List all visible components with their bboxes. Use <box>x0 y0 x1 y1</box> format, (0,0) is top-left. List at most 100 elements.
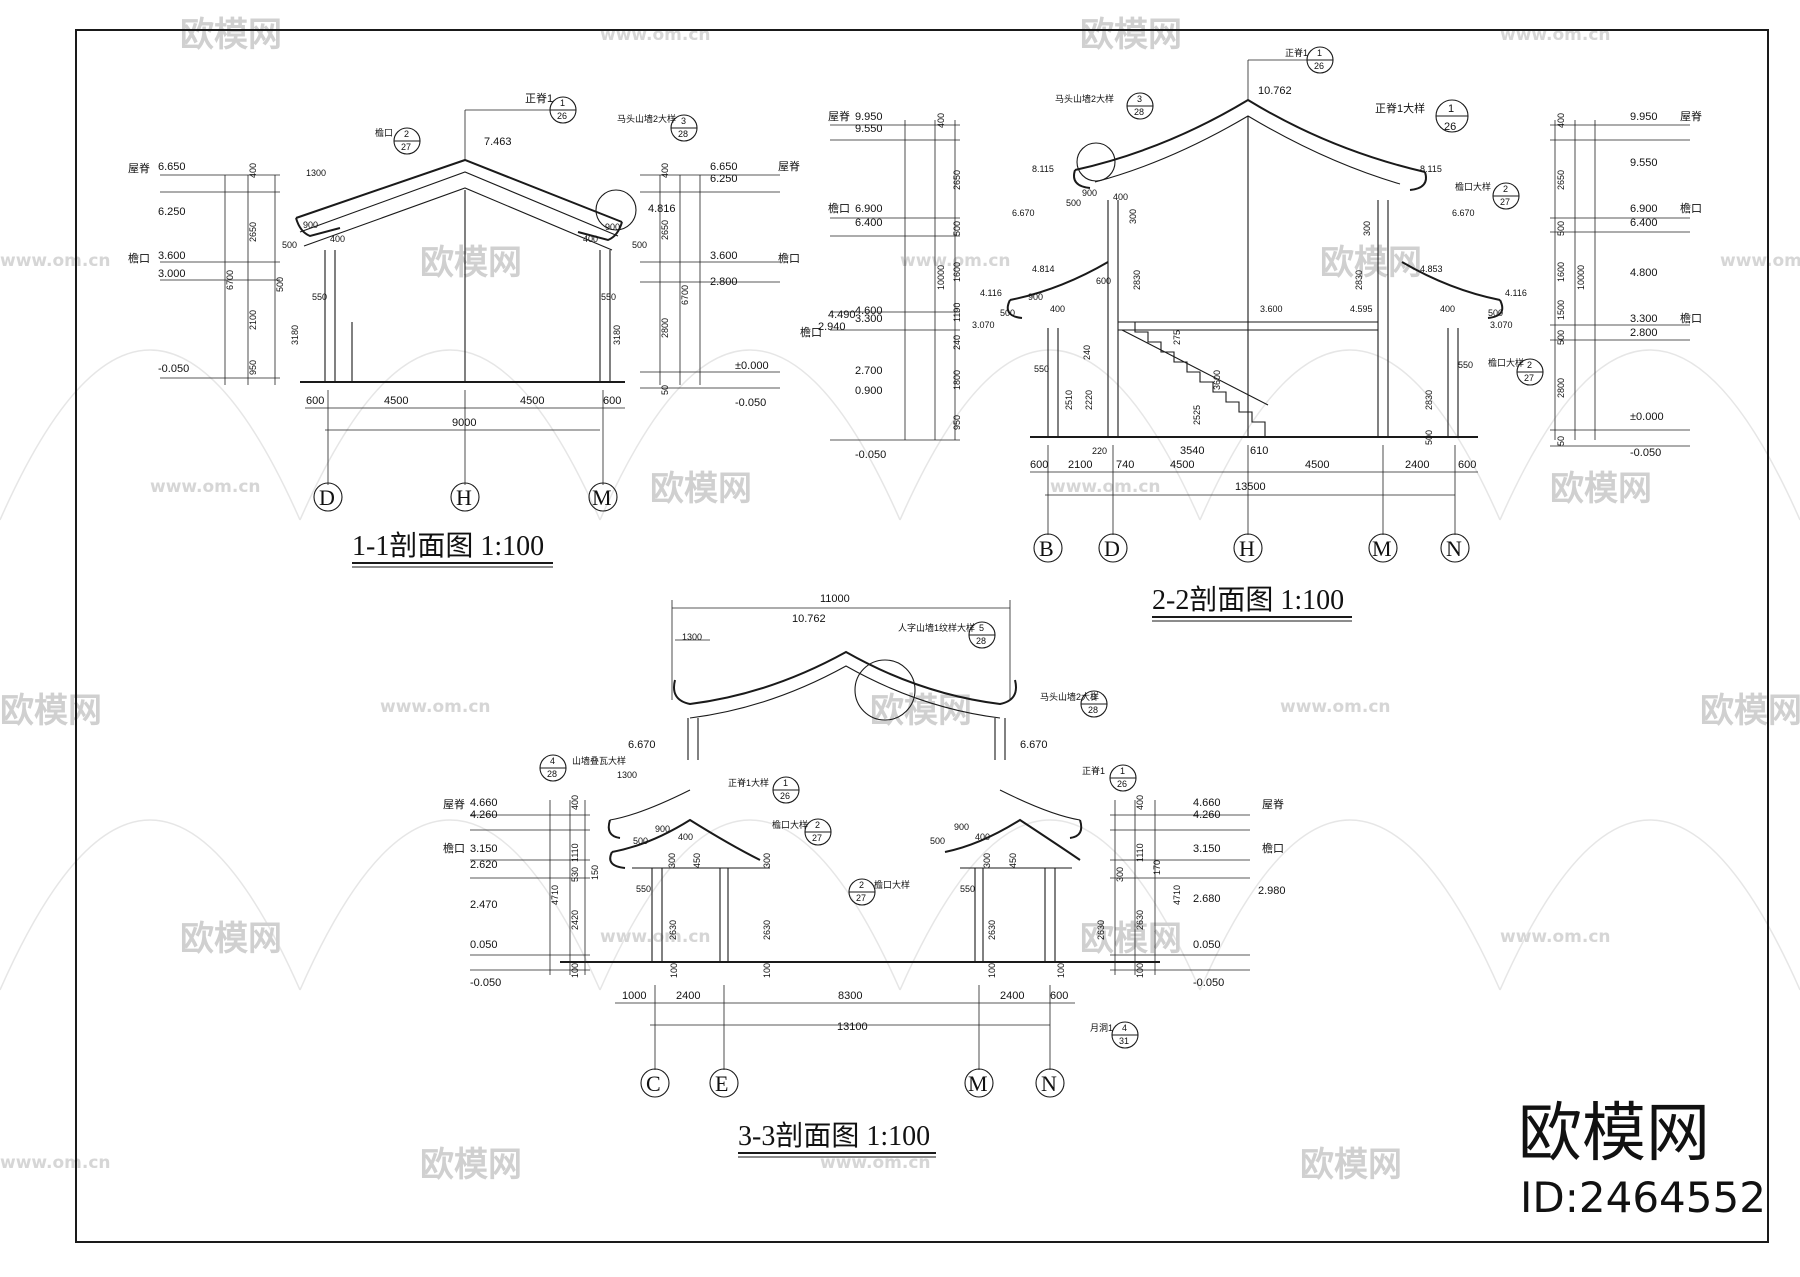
callout: 檐口 <box>375 127 393 138</box>
dim: 240 <box>952 335 962 350</box>
elevation: 3.070 <box>972 320 995 330</box>
elevation: -0.050 <box>158 363 189 375</box>
ref-sheet: 27 <box>812 833 822 843</box>
watermark-text: 欧模网 <box>870 691 972 731</box>
watermark-text: 欧模网 <box>0 691 102 731</box>
watermark-text: 欧模网 <box>420 1145 522 1185</box>
dim: 50 <box>660 385 670 395</box>
dim: 740 <box>1116 459 1134 471</box>
ref-sheet: 28 <box>976 636 986 646</box>
dim: 100 <box>762 963 772 978</box>
dim: 600 <box>1030 459 1048 471</box>
grid-bubble-N <box>1440 533 1470 563</box>
dim: 900 <box>303 220 318 230</box>
grid-label: M <box>1372 536 1392 561</box>
ref-sheet: 27 <box>1524 373 1534 383</box>
watermarks: 欧模网 欧模网 www.om.cn www.om.cn 欧模网 欧模网 www.… <box>0 15 1800 1185</box>
elevation: 4.660 <box>1193 797 1221 809</box>
dim: 400 <box>248 163 258 178</box>
label: 屋脊 <box>128 161 150 175</box>
dim: 2630 <box>1135 910 1145 930</box>
dim: 500 <box>282 240 297 250</box>
elevation: 6.900 <box>855 203 883 215</box>
dim: 500 <box>1488 308 1503 318</box>
watermark-url: www.om.cn <box>1050 477 1161 497</box>
dim: 1000 <box>622 990 646 1002</box>
dim: 610 <box>1250 445 1268 457</box>
ref-num: 4 <box>550 756 555 766</box>
brand-name: 欧模网 <box>1518 1097 1710 1171</box>
ref-sheet: 26 <box>1314 61 1324 71</box>
grid-bubble-E <box>709 1068 739 1098</box>
dim: 13500 <box>1235 481 1266 493</box>
dim: 2650 <box>660 220 670 240</box>
dim: 900 <box>1028 292 1043 302</box>
elevation: 6.900 <box>1630 203 1658 215</box>
dim: 500 <box>1000 308 1015 318</box>
watermark-url: www.om.cn <box>1280 697 1391 717</box>
label: 檐口 <box>443 841 465 855</box>
dim: 1600 <box>952 262 962 282</box>
elevation: 4.814 <box>1032 264 1055 274</box>
section-3-3: C E M N 528 328 428 126 227 227 126 431 … <box>443 593 1286 1158</box>
dim: 1300 <box>682 632 702 642</box>
watermark-text: 欧模网 <box>420 243 522 283</box>
dim: 550 <box>960 884 975 894</box>
grid-label: D <box>1104 536 1120 561</box>
label: 屋脊 <box>1680 109 1702 123</box>
dim: 1300 <box>306 168 326 178</box>
dim: 10000 <box>936 265 946 290</box>
elevation: 3.300 <box>855 313 883 325</box>
watermark-url: www.om.cn <box>1720 251 1800 271</box>
ref-num: 1 <box>560 98 565 108</box>
elevation: 0.050 <box>470 939 498 951</box>
ref-num: 2 <box>1503 184 1508 194</box>
grid-bubble-H <box>1233 533 1263 563</box>
elevation: 3.300 <box>1630 313 1658 325</box>
watermark-url: www.om.cn <box>0 251 111 271</box>
elevation: 9.550 <box>1630 157 1658 169</box>
grid-bubble-N <box>1035 1068 1065 1098</box>
dim: 900 <box>1082 188 1097 198</box>
dim: 900 <box>655 824 670 834</box>
dim: 100 <box>1135 963 1145 978</box>
dim: 300 <box>762 853 772 868</box>
elevation: 2.940 <box>818 321 846 333</box>
label: 屋脊 <box>1262 797 1284 811</box>
grid-bubble-B <box>1033 533 1063 563</box>
dim: 400 <box>1440 304 1455 314</box>
grid-label: H <box>1239 536 1255 561</box>
dim: 2830 <box>1424 390 1434 410</box>
elevation: 4.816 <box>648 203 676 215</box>
dim: 1600 <box>1556 262 1566 282</box>
dim: 2400 <box>676 990 700 1002</box>
dim: 900 <box>954 822 969 832</box>
grid-label: N <box>1041 1071 1057 1096</box>
elevation-ridge: 7.463 <box>484 136 512 148</box>
label: 檐口 <box>800 325 822 339</box>
elevation: 2.680 <box>1193 893 1221 905</box>
watermark-text: 欧模网 <box>1300 1145 1402 1185</box>
dim: 450 <box>1008 853 1018 868</box>
dim: 400 <box>975 832 990 842</box>
watermark-url: www.om.cn <box>600 927 711 947</box>
elevation: 2.470 <box>470 899 498 911</box>
dim: 400 <box>583 234 598 244</box>
dim: 1500 <box>1556 300 1566 320</box>
ref-num: 3 <box>1137 94 1142 104</box>
ref-sheet: 26 <box>557 111 567 121</box>
grid-label: H <box>456 485 472 510</box>
brand-id: ID:2464552 <box>1520 1173 1766 1222</box>
section-title: 2-2剖面图 1:100 <box>1152 584 1344 616</box>
elevation: 0.900 <box>855 385 883 397</box>
callout: 檐口大样 <box>1488 357 1524 368</box>
elevation: 9.950 <box>1630 111 1658 123</box>
elevation: 6.670 <box>628 739 656 751</box>
section-1-1: D H M 126 227 328 正脊1 檐口 马头山墙2大样 7.463 屋… <box>128 91 800 568</box>
dim: 150 <box>590 865 600 880</box>
dim: 400 <box>660 163 670 178</box>
dim: 500 <box>1556 221 1566 236</box>
watermark-url: www.om.cn <box>380 697 491 717</box>
elevation: 9.550 <box>855 123 883 135</box>
dim: 600 <box>306 395 324 407</box>
